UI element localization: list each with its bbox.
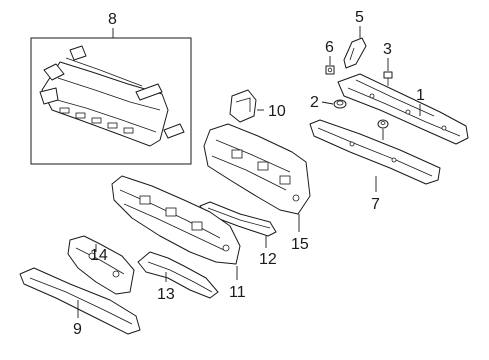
inset-frame xyxy=(30,37,192,165)
callout-1: 1 xyxy=(416,87,425,104)
callout-15: 15 xyxy=(291,236,309,253)
leader-2 xyxy=(321,101,334,105)
part-4-clip xyxy=(377,119,389,129)
callout-14: 14 xyxy=(90,247,108,264)
part-14-side-bracket xyxy=(67,235,135,295)
part-3-bolt xyxy=(383,71,393,86)
part-5-bracket xyxy=(343,37,367,69)
part-1-cowl-panel xyxy=(337,73,469,145)
callout-6: 6 xyxy=(325,39,334,56)
callout-9: 9 xyxy=(73,321,82,338)
callout-11: 11 xyxy=(229,284,246,301)
callout-8: 8 xyxy=(108,11,117,28)
part-13-cross-member xyxy=(137,251,219,299)
callout-12: 12 xyxy=(259,251,277,268)
part-9-long-brace xyxy=(19,267,141,335)
part-15-dash-panel xyxy=(203,123,311,215)
part-2-grommet xyxy=(333,99,347,109)
part-6-nut xyxy=(325,65,335,75)
callout-13: 13 xyxy=(157,286,175,303)
callout-3: 3 xyxy=(383,41,392,58)
callout-2: 2 xyxy=(310,94,319,111)
part-7-cowl-bar xyxy=(309,119,441,185)
callout-5: 5 xyxy=(355,9,364,26)
part-11-dash-lower xyxy=(111,175,241,265)
callout-7: 7 xyxy=(371,196,380,213)
callout-10: 10 xyxy=(268,103,286,120)
inset-cowl-assembly xyxy=(39,45,185,147)
part-10-bracket xyxy=(229,89,257,123)
